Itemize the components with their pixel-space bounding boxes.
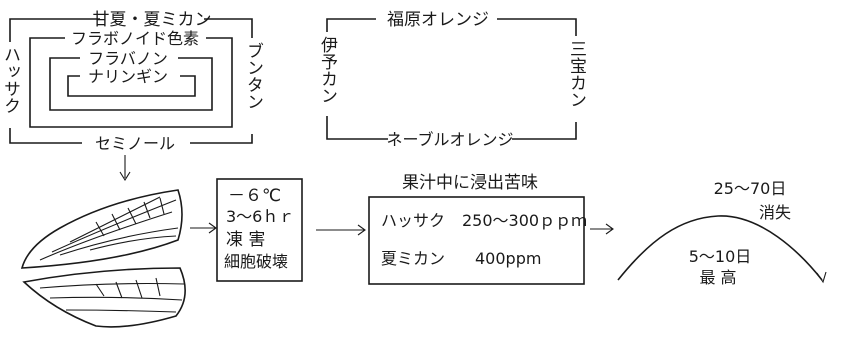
- disappear-days: 25～70日: [714, 179, 787, 198]
- bottom-label: セミノール: [95, 134, 175, 153]
- naringin-label: ナリンギン: [88, 67, 168, 86]
- second-frame: [29, 37, 233, 128]
- peak-days: 5～10日: [689, 247, 752, 266]
- freeze-temp: －６℃: [228, 186, 281, 206]
- fruit-segment-drawing: [20, 189, 217, 328]
- other-citrus-group: 福原オレンジ 伊予カン 三宝カン ネーブルオレンジ: [317, 10, 586, 149]
- other-left-vertical: 伊予カン: [317, 36, 338, 104]
- nested-citrus-group: 甘夏・夏ミカン フラボノイド色素 フラバノン ナリンギン ハッサク ブンタン セ…: [0, 10, 263, 153]
- bitterness-curve: 25～70日 消失 5～10日 最 高: [617, 179, 827, 287]
- hassaku-value: 250～300ｐｐｍ: [462, 211, 587, 230]
- down-arrow: [119, 155, 131, 182]
- juice-box: 果汁中に浸出苦味 ハッサク 250～300ｐｐｍ 夏ミカン 400ppm: [368, 173, 587, 285]
- juice-title: 果汁中に浸出苦味: [402, 173, 538, 193]
- disappear-label: 消失: [759, 203, 791, 222]
- flavanone-label: フラバノン: [88, 49, 168, 68]
- left-vertical-label: ハッサク: [0, 46, 20, 114]
- right-vertical-label: ブンタン: [243, 42, 263, 110]
- other-bottom-label: ネーブルオレンジ: [386, 130, 513, 149]
- other-right-vertical: 三宝カン: [566, 40, 586, 108]
- arrow-to-curve: [590, 223, 614, 235]
- cell-destruction: 細胞破壊: [224, 252, 288, 271]
- inner-frame: [67, 75, 196, 97]
- freeze-damage: 凍 害: [226, 230, 265, 250]
- top-label: 甘夏・夏ミカン: [93, 10, 212, 30]
- natsumikan-value: 400ppm: [475, 249, 541, 268]
- other-top-label: 福原オレンジ: [387, 10, 489, 30]
- hassaku-name: ハッサク: [381, 211, 445, 230]
- curve-line: [617, 215, 823, 281]
- flavonoid-label: フラボノイド色素: [71, 29, 199, 48]
- arrow-to-juice: [316, 224, 366, 236]
- third-frame: [49, 57, 213, 111]
- peak-label: 最 高: [699, 268, 736, 287]
- freeze-duration: 3～6ｈｒ: [226, 207, 294, 226]
- natsumikan-name: 夏ミカン: [381, 249, 445, 268]
- freeze-box: －６℃ 3～6ｈｒ 凍 害 細胞破壊: [216, 178, 303, 282]
